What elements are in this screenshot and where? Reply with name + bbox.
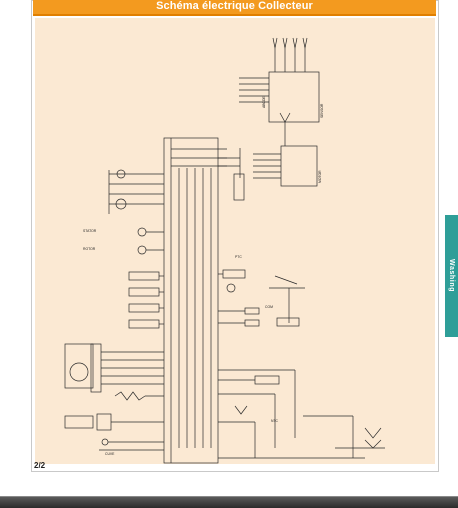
svg-text:MOTOR: MOTOR <box>318 170 322 183</box>
svg-text:ROTOR: ROTOR <box>83 247 96 251</box>
section-tab-label: Washing <box>448 259 455 293</box>
svg-text:ABCDE: ABCDE <box>262 96 266 108</box>
wiring-diagram: ABCDE SENSOR MOTOR STATOR ROTOR PTC COM … <box>35 18 435 464</box>
svg-text:COM: COM <box>265 305 273 309</box>
section-tab[interactable] <box>445 215 458 337</box>
svg-text:SENSOR: SENSOR <box>320 103 324 118</box>
page-title: Schéma électrique Collecteur <box>33 0 436 16</box>
window-bottom-bar <box>0 496 458 508</box>
page-number: 2/2 <box>34 461 46 470</box>
svg-text:PTC: PTC <box>235 255 242 259</box>
wiring-diagram-drawing: ABCDE SENSOR MOTOR STATOR ROTOR PTC COM … <box>64 37 385 464</box>
svg-text:STATOR: STATOR <box>83 229 97 233</box>
svg-text:NTC: NTC <box>271 419 279 423</box>
svg-text:CUVE: CUVE <box>105 452 115 456</box>
